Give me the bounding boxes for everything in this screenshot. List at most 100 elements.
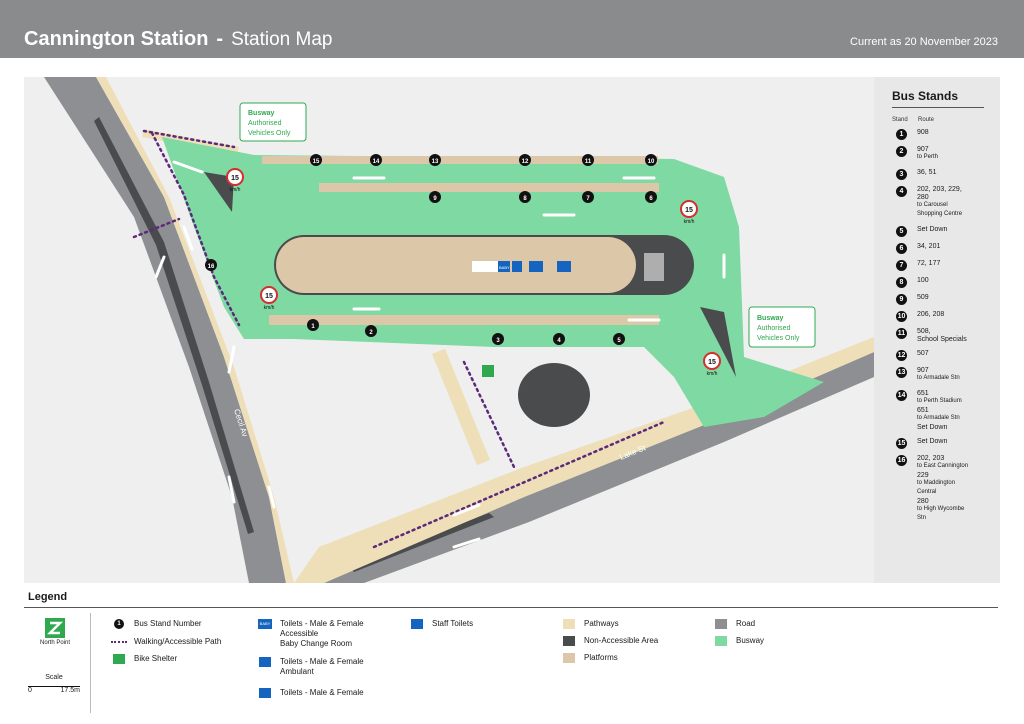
toilet-accessible-icon: BABY (258, 619, 272, 629)
route-number: 280 (917, 498, 929, 505)
baby-change-label: BABY (499, 265, 510, 270)
bus-stand-number: 14 (896, 390, 907, 401)
route-number: Set Down (917, 226, 948, 233)
legend-road-label: Road (736, 619, 756, 628)
roads (44, 77, 874, 583)
stand-marker-5: 5 (617, 338, 621, 344)
route-destination: to Perth Stadium (917, 398, 962, 404)
route-destination: Central (917, 489, 937, 495)
legend-non-accessible: Non-Accessible Area (560, 636, 704, 646)
route-number: 34, 201 (917, 243, 941, 250)
bus-stand-row: 5 Set Down (874, 226, 1000, 237)
legend-bike-label: Bike Shelter (134, 654, 178, 663)
walking-path-north (142, 129, 236, 149)
scale-bar: Scale 0 17.5m (24, 674, 84, 694)
bus-stand-routes: 206, 208 (917, 311, 944, 319)
route-number: 508, (917, 328, 931, 335)
stand-marker-8: 8 (523, 196, 527, 202)
legend-pathways-label: Pathways (584, 619, 619, 628)
bus-stand-routes: 507 (917, 350, 929, 358)
walking-path (132, 129, 666, 549)
bus-stand-routes: 36, 51 (917, 169, 936, 177)
route-number: 229 (917, 472, 929, 479)
speed-sign-2-value: 15 (685, 207, 693, 214)
bus-stand-number: 11 (896, 328, 907, 339)
route-number: Set Down (917, 438, 948, 445)
speed-sign-3-unit: km/h (264, 305, 275, 311)
non-accessible-swatch (563, 636, 575, 646)
legend-vertical-divider (90, 613, 91, 713)
toilet-ambulant-icon (259, 657, 271, 667)
route-destination: to Perth (917, 154, 939, 160)
speed-sign-2-unit: km/h (684, 219, 695, 225)
station-name: Cannington Station (24, 28, 209, 50)
legend-pathways: Pathways (560, 619, 704, 629)
bus-stand-number: 5 (896, 226, 907, 237)
non-accessible-right (700, 307, 736, 377)
route-destination: Shopping Centre (917, 211, 963, 217)
route-number: 507 (917, 350, 929, 357)
route-destination: to East Cannington (917, 463, 969, 469)
bus-stand-number: 9 (896, 294, 907, 305)
legend-busway: Busway (712, 636, 856, 646)
bus-stands-divider (892, 107, 984, 108)
bus-stand-routes: 100 (917, 277, 929, 285)
facility-icons: BABY (472, 253, 664, 377)
busway-top-line3: Vehicles Only (248, 130, 291, 137)
col-route: Route (918, 117, 935, 123)
route-number: 509 (917, 294, 929, 301)
legend-walking: Walking/Accessible Path (110, 637, 254, 647)
bus-stand-routes: 508,School Specials (917, 328, 967, 344)
route-destination: Stn (917, 515, 927, 521)
route-number: 651 (917, 407, 929, 414)
lift-shafts-icon (644, 253, 664, 281)
speed-signs: 15 km/h 15 km/h 15 km/h 15 km/h (226, 168, 721, 377)
legend-toilets-ambulant-l2: Ambulant (280, 667, 314, 676)
map-subtitle: Station Map (231, 29, 333, 50)
scale-min: 0 (28, 687, 32, 694)
col-stand: Stand (892, 117, 908, 123)
bike-shelter-icon (482, 365, 494, 377)
legend-toilets-accessible-l3: Baby Change Room (280, 639, 353, 648)
title-separator: - (216, 28, 224, 50)
staff-toilets-icon (557, 261, 571, 272)
legend-toilets-accessible: BABY Toilets - Male & Female Accessible … (256, 619, 400, 649)
bus-stand-number: 15 (896, 438, 907, 449)
speed-sign-1-unit: km/h (230, 187, 241, 193)
route-destination: to Carousel (917, 202, 948, 208)
busway-label-right: Busway Authorised Vehicles Only (748, 306, 816, 348)
path-link (432, 348, 490, 466)
road-swatch (715, 619, 727, 629)
legend-non-accessible-label: Non-Accessible Area (584, 636, 659, 645)
platform-bottom (269, 315, 659, 325)
route-number: 202, 203 (917, 455, 945, 462)
stand-marker-14: 14 (373, 159, 380, 165)
bus-stand-number: 13 (896, 367, 907, 378)
stand-marker-15: 15 (313, 159, 320, 165)
route-destination: to Armadale Stn (917, 415, 960, 421)
stand-marker-9: 9 (433, 196, 437, 202)
toilets-ambulant-m-icon (512, 261, 522, 272)
platforms-swatch (563, 653, 575, 663)
traffic-arrows (154, 160, 726, 549)
stand-marker-16: 16 (208, 264, 215, 270)
legend-platforms: Platforms (560, 653, 704, 663)
legend-toilets-mf: Toilets - Male & Female (256, 688, 400, 698)
stand-marker-3: 3 (496, 338, 500, 344)
legend: Legend North Point Scale 0 17.5m 1 Bus S… (24, 588, 998, 718)
bus-stand-routes: 509 (917, 294, 929, 302)
speed-sign-4-unit: km/h (707, 371, 718, 377)
busway-top-line2: Authorised (248, 120, 282, 127)
north-point: North Point (30, 618, 80, 646)
